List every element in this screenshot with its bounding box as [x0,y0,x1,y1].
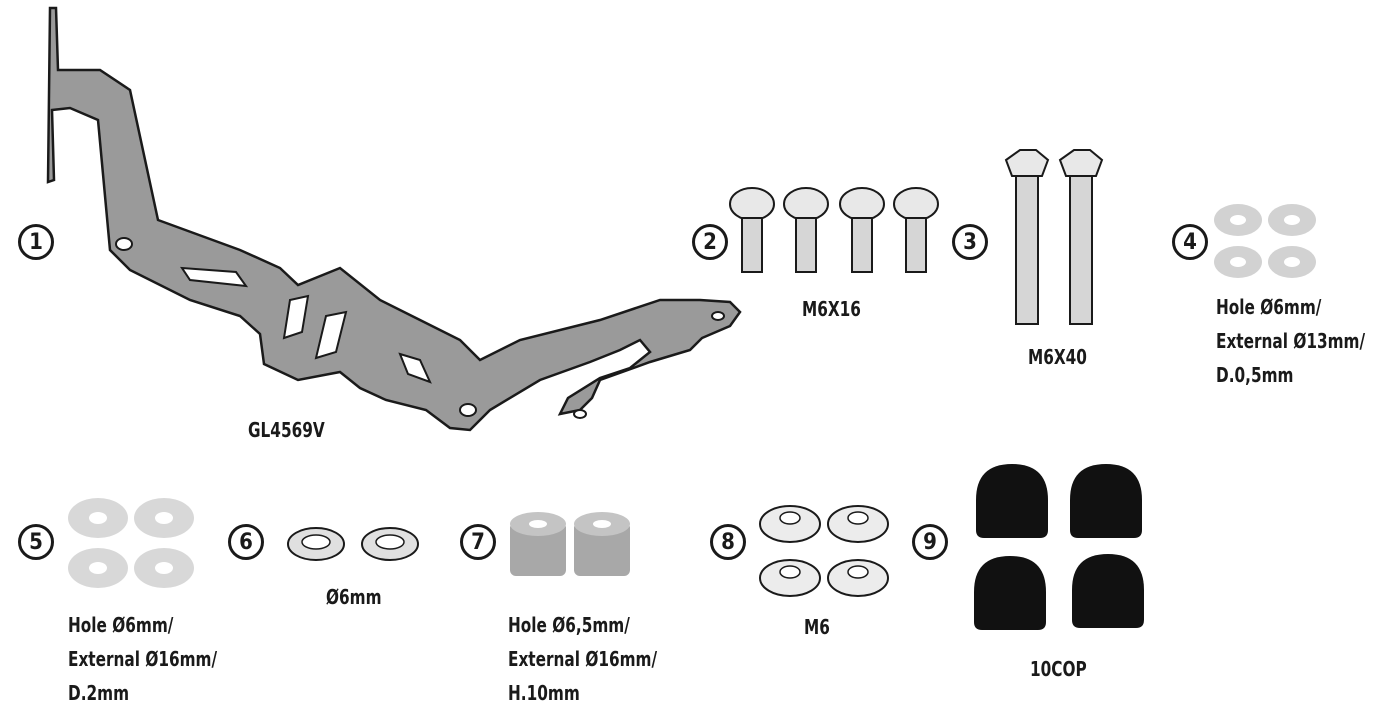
bracket-slot [314,310,348,360]
bracket-illustration [46,6,742,432]
washers-13mm-illustration [1214,204,1316,278]
bracket-slot [282,294,310,340]
item-7-label-line-2: External Ø16mm/ [508,647,658,671]
item-7-label-line-1: Hole Ø6,5mm/ [508,613,630,637]
bracket-slot [180,266,249,288]
screw [783,187,829,273]
item-5-label-line-1: Hole Ø6mm/ [68,613,174,637]
washer [134,498,194,538]
item-3-label: M6X40 [1028,345,1087,369]
nut [759,559,821,597]
item-6-number: 6 [228,524,264,560]
bracket-slot [398,352,432,384]
washer [68,548,128,588]
lock-washers-illustration [287,527,419,561]
item-5-label-line-3: D.2mm [68,681,130,705]
lock-washer [287,527,345,561]
washer [1268,246,1316,278]
item-3-number: 3 [952,224,988,260]
item-9-label: 10COP [1030,657,1087,681]
item-4-label-line-3: D.0,5mm [1216,363,1294,387]
screw [839,187,885,273]
lock-washer [361,527,419,561]
washer [68,498,128,538]
caps-illustration [974,464,1144,630]
washer [134,548,194,588]
bracket-hole [459,403,477,417]
washer [1214,204,1262,236]
item-8-number: 8 [710,524,746,560]
spacer [574,512,630,576]
item-4-number: 4 [1172,224,1208,260]
item-9-number: 9 [912,524,948,560]
bolt [1058,149,1104,325]
bracket-hole [573,409,587,419]
cap [974,556,1046,630]
item-2-number: 2 [692,224,728,260]
cap [1072,554,1144,628]
nut [827,559,889,597]
bracket-shape [46,6,742,432]
item-4-label-line-2: External Ø13mm/ [1216,329,1366,353]
cap [976,464,1048,538]
screws-m6x16-illustration [729,187,939,273]
nut [759,505,821,543]
item-7-number: 7 [460,524,496,560]
washer [1268,204,1316,236]
nut [827,505,889,543]
spacer [510,512,566,576]
bracket-hole [115,237,133,251]
nuts-m6-illustration [759,505,889,597]
screw [729,187,775,273]
item-1-number: 1 [18,224,54,260]
bolts-m6x40-illustration [1004,149,1104,325]
cap [1070,464,1142,538]
item-5-number: 5 [18,524,54,560]
item-4-label-line-1: Hole Ø6mm/ [1216,295,1322,319]
washer [1214,246,1262,278]
bracket-hole [711,311,725,321]
item-2-label: M6X16 [802,297,861,321]
spacers-illustration [510,512,630,576]
screw [893,187,939,273]
item-6-label: Ø6mm [326,585,382,609]
washers-16mm-illustration [68,498,194,588]
item-1-label: GL4569V [248,418,325,442]
bolt [1004,149,1050,325]
item-7-label-line-3: H.10mm [508,681,580,705]
item-8-label: M6 [804,615,830,639]
item-5-label-line-2: External Ø16mm/ [68,647,218,671]
